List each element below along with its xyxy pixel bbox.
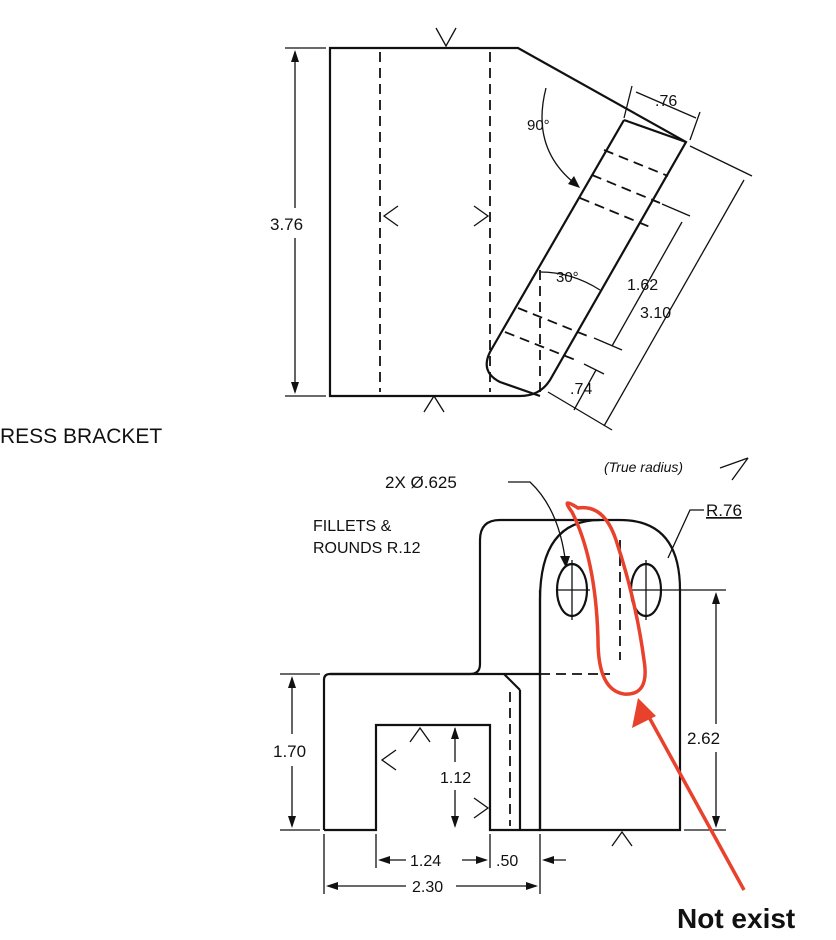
angle-90-label: 90° — [527, 117, 550, 134]
dim-074: .74 — [570, 363, 605, 411]
holes-note: 2X Ø.625 — [385, 473, 457, 492]
angle-30-arc — [539, 271, 601, 291]
dim-074-label: .74 — [570, 381, 592, 398]
red-arrow-head — [632, 698, 656, 728]
top-view: 3.76 .76 90° 30° 1.62 3.10 — [270, 27, 753, 431]
dim-376: 3.76 — [270, 47, 326, 397]
red-annotation: Not exist — [565, 501, 795, 934]
front-view: 2X Ø.625 (True radius) R.76 FILLETS & RO… — [273, 457, 749, 896]
dim-112: 1.12 — [440, 727, 471, 828]
step-fillet — [503, 673, 521, 691]
dim-310: 3.10 — [547, 145, 753, 431]
not-exist-label: Not exist — [677, 903, 795, 934]
radius-leader — [667, 509, 704, 559]
radius-label: R.76 — [706, 501, 742, 520]
slot-outline — [324, 723, 540, 832]
dim-124-label: 1.24 — [410, 853, 441, 870]
angle-90-arc — [541, 87, 579, 187]
view-arrow-left-inner — [382, 205, 399, 227]
true-radius-leader — [719, 457, 749, 469]
dim-112-label: 1.12 — [440, 770, 471, 787]
angled-tab-outline — [485, 118, 687, 398]
view-arrow-slot-left — [380, 749, 397, 771]
view-arrow-bottom-front — [611, 830, 633, 847]
view-arrow-slot — [409, 726, 431, 743]
fillets-line2: ROUNDS R.12 — [313, 540, 421, 557]
fillets-line1: FILLETS & — [313, 518, 392, 535]
dim-162-label: 1.62 — [627, 277, 658, 294]
dim-162: 1.62 — [593, 203, 691, 351]
ear-inner-outline — [538, 518, 601, 830]
angle-30-label: 30° — [556, 269, 579, 286]
dim-170: 1.70 — [273, 673, 320, 831]
dim-376-label: 3.76 — [270, 215, 303, 234]
top-view-outline — [328, 46, 688, 398]
holes-leader — [508, 481, 567, 567]
view-arrow-slot-right — [473, 797, 490, 819]
view-arrow-bottom — [423, 394, 445, 413]
figure-caption: RESS BRACKET — [0, 425, 163, 448]
view-arrow-right-inner — [473, 205, 490, 227]
front-view-outline — [322, 518, 682, 832]
dim-076-label: .76 — [655, 93, 677, 110]
dim-262: 2.62 — [664, 589, 726, 831]
dim-076: .76 — [623, 85, 701, 141]
dim-124-050: 1.24 .50 — [375, 834, 566, 870]
true-radius-note: (True radius) — [604, 459, 683, 475]
red-arrow-line — [642, 707, 746, 891]
dim-050-label: .50 — [496, 853, 518, 870]
dim-310-label: 3.10 — [640, 305, 671, 322]
tab-hidden-lines — [504, 149, 669, 392]
view-arrow-top — [435, 27, 457, 48]
red-highlight-loop — [565, 501, 647, 696]
dim-262-label: 2.62 — [687, 729, 720, 748]
dim-170-label: 1.70 — [273, 742, 306, 761]
dim-230: 2.30 — [323, 834, 541, 896]
dim-230-label: 2.30 — [412, 879, 443, 896]
